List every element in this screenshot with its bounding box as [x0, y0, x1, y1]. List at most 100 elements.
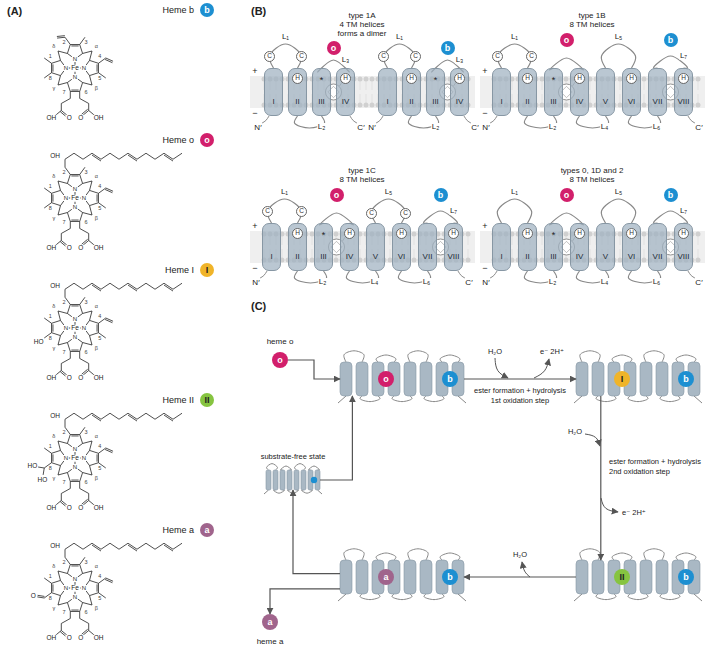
loop-line [628, 594, 648, 600]
atom-label: N [72, 446, 78, 452]
node-text: IV [576, 98, 584, 106]
terminus-tail [262, 116, 269, 123]
bond-line [106, 448, 113, 451]
heme-badge: o [200, 133, 214, 147]
lipid-tail [360, 81, 361, 90]
atom-label: OH [49, 413, 61, 420]
node-text: I [500, 253, 502, 261]
loop-label: L₅ [614, 188, 624, 196]
node-text: VIII [677, 253, 689, 261]
lipid-tail [282, 236, 283, 245]
atom-label: O [66, 245, 73, 252]
position-number: 5 [97, 336, 102, 342]
lipid-tail [360, 236, 361, 245]
position-number: 7 [61, 220, 66, 226]
node-text: b [668, 191, 674, 200]
lipid-tail [366, 94, 367, 103]
lipid-tail [366, 81, 367, 90]
node-text: C [381, 53, 386, 60]
helix-shape [273, 470, 278, 490]
helix-box: I [492, 223, 511, 271]
position-number: 4 [97, 444, 102, 450]
bond-line [71, 435, 78, 436]
helix-shape [576, 362, 588, 396]
terminus-label: C′ [694, 279, 703, 287]
heme-badge: b [442, 569, 458, 585]
position-number: 1 [48, 184, 53, 190]
loop-line [376, 355, 396, 362]
terminus-tail [260, 271, 267, 278]
bond-line [90, 571, 92, 580]
lipid-tail [644, 81, 645, 90]
atom-label: N [72, 576, 78, 582]
lipid-head [412, 258, 417, 263]
position-number: 4 [97, 574, 102, 580]
meso-label: α [94, 304, 99, 310]
position-number: 3 [84, 561, 89, 567]
loop-label: L₂ [548, 123, 558, 131]
node-text: IV [576, 253, 584, 261]
flow-arrow [293, 490, 340, 574]
lipid-tail [312, 249, 313, 258]
bond-line [65, 543, 182, 549]
terminus-label: N′ [481, 124, 490, 132]
bond-line [58, 603, 67, 605]
atom-label: HO [33, 339, 45, 346]
bond-line [58, 466, 60, 475]
helix-shape [340, 362, 352, 396]
loop-label: L₁ [510, 188, 519, 196]
position-number: 4 [97, 184, 102, 190]
loop-line [294, 464, 305, 470]
loop-label: L₁ [280, 188, 289, 196]
heme-label: heme o [266, 338, 295, 346]
meso-label: γ [51, 346, 56, 352]
lipid-tail [644, 249, 645, 258]
position-number: 1 [48, 314, 53, 320]
helix-shape [294, 470, 299, 490]
bond-line [90, 336, 92, 345]
bond-line [92, 285, 101, 291]
bond-line [83, 311, 92, 313]
bond-line [82, 109, 88, 114]
terminus-label: C′ [464, 279, 473, 287]
loop-line [676, 355, 696, 362]
atom-label: OH [45, 115, 57, 122]
position-number: 3 [84, 301, 89, 307]
atom-label: N [72, 316, 78, 322]
position-number: 7 [61, 610, 66, 616]
node-text: VII [653, 98, 663, 106]
meso-label: β [94, 86, 99, 92]
loop-label: L₇ [449, 207, 458, 215]
loop-label: L₄ [370, 278, 380, 286]
lipid-head [364, 77, 369, 82]
heme-badge: b [442, 371, 458, 387]
heme-name: Heme II [161, 396, 195, 405]
node-text: I [206, 266, 209, 275]
terminus-tail [264, 490, 269, 494]
lipid-tail [620, 249, 621, 258]
node-text: C [403, 210, 408, 217]
atom-label: N [81, 585, 87, 591]
loop-label: L₂ [548, 278, 558, 286]
bond-line [106, 578, 113, 581]
node-text: o [277, 356, 283, 365]
helix-shape [340, 560, 352, 594]
node-text: C [495, 53, 500, 60]
heme-badge: b [664, 33, 678, 47]
atom-label: OH [45, 635, 57, 642]
atom-label: Fe [70, 65, 80, 72]
heme-badge: a [262, 614, 278, 630]
loop-line [273, 490, 284, 493]
bond-line [52, 454, 53, 461]
terminus-label: N′ [253, 124, 262, 132]
side-arrow [522, 562, 530, 577]
lipid-tail [512, 94, 513, 103]
bond-line [83, 473, 92, 475]
heme-badge: o [327, 41, 341, 55]
node-text: VI [628, 253, 636, 261]
node-text: VI [398, 253, 406, 261]
node-text: II [525, 98, 529, 106]
node-text: b [204, 6, 210, 15]
loop-label: L₇ [679, 52, 688, 60]
asterisk: * [320, 76, 324, 85]
